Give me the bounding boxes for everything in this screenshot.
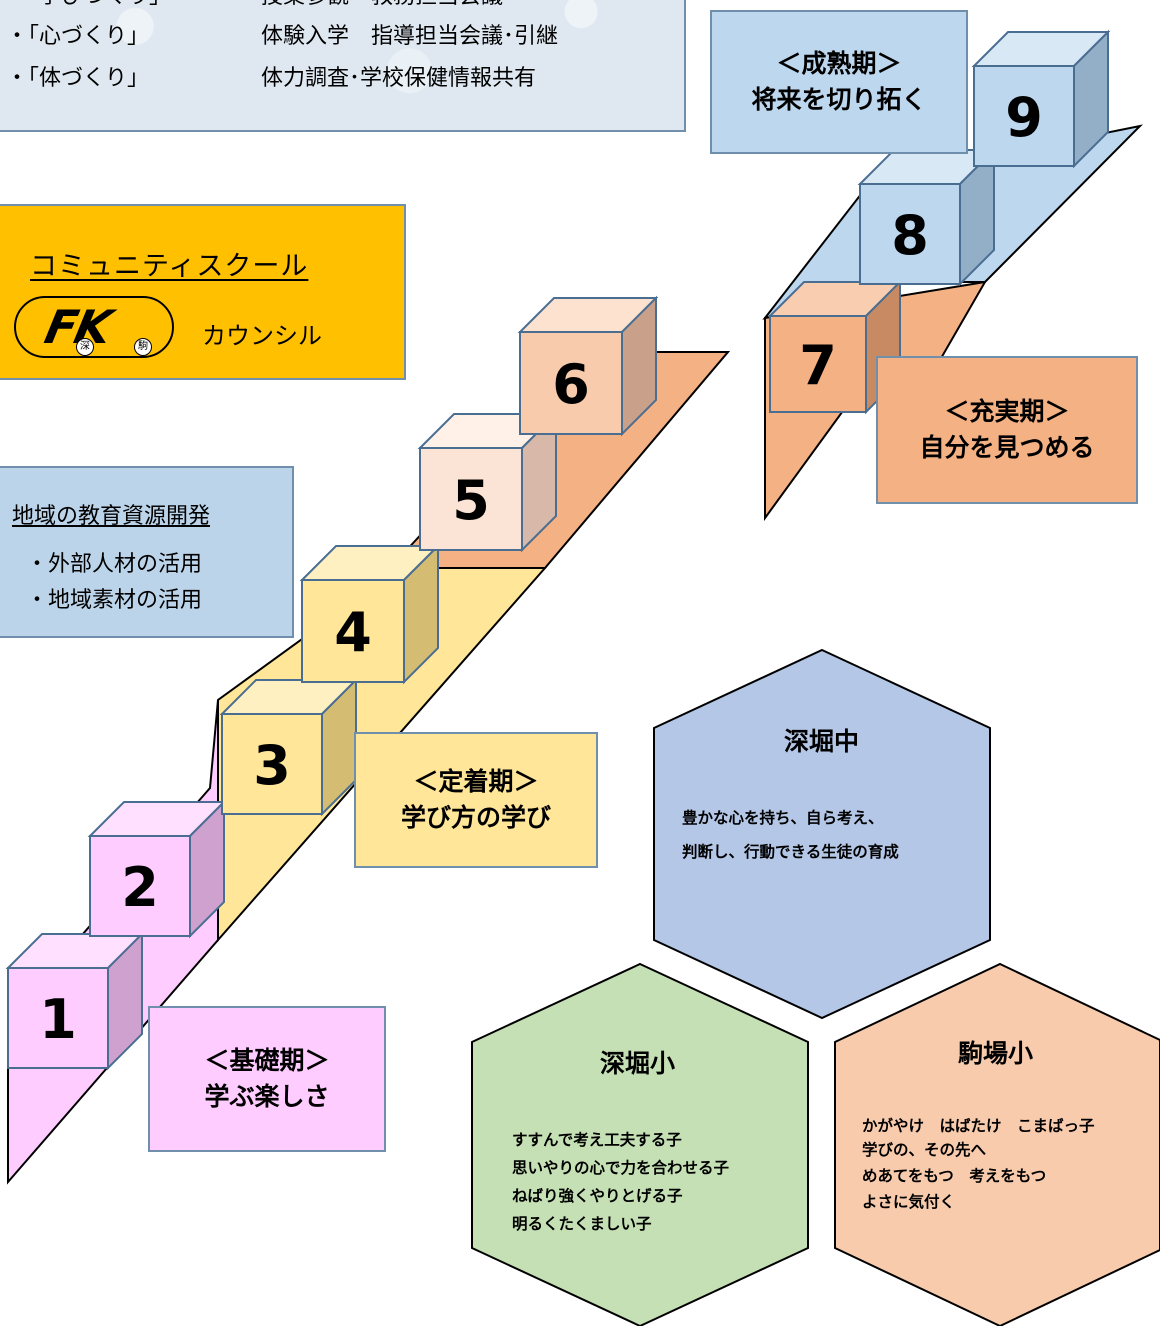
row-category: ・「学びづくり」	[6, 0, 261, 10]
cube-front-face	[419, 447, 523, 551]
stage-theme: 学び方の学び	[400, 803, 551, 832]
hexagon-line: かがやけ はばたけ こまばっ子	[862, 1117, 1095, 1135]
fk-seal-komaba: 駒	[134, 338, 152, 356]
hexagon-line: 学びの、その先へ	[862, 1141, 987, 1159]
cube-number: 1	[39, 988, 77, 1051]
stage-cube-2: 2	[87, 799, 227, 939]
stage-label-juujitsu: ＜充実期＞ 自分を見つめる	[876, 356, 1138, 504]
hexagon-title: 深堀小	[600, 1049, 676, 1078]
hexagon-line: 豊かな心を持ち、自ら考え、	[682, 809, 884, 827]
hexagon-line: すすんで考え工夫する子	[512, 1131, 682, 1149]
cube-front-face	[89, 835, 191, 937]
cube-front-face	[221, 713, 323, 815]
stage-cube-6: 6	[517, 295, 659, 437]
stage-name: ＜定着期＞	[413, 766, 539, 796]
collaboration-row: ・「学びづくり」授業参観・教務担当会議	[6, 0, 503, 10]
hexagon-line: 明るくたくましい子	[512, 1215, 652, 1233]
cube-front-face	[301, 579, 405, 683]
cube-front-face	[859, 183, 961, 285]
hexagon-line: よさに気付く	[862, 1193, 956, 1211]
hexagon-fukahori-chu	[653, 648, 991, 1020]
hexagon-line: 思いやりの心で力を合わせる子	[512, 1159, 730, 1177]
cube-number: 9	[1005, 86, 1043, 149]
collaboration-row: ・「心づくり」 体験入学 指導担当会議･引継	[6, 18, 558, 50]
cube-number: 5	[452, 469, 490, 532]
region-item: ・地域素材の活用	[26, 588, 203, 613]
community-school-title: コミュニティスクール	[30, 251, 309, 282]
council-label: カウンシル	[202, 322, 322, 350]
cube-front-face	[973, 65, 1075, 167]
stage-theme: 自分を見つめる	[919, 433, 1095, 462]
row-detail: 体力調査･学校保健情報共有	[261, 66, 537, 91]
fk-seal-fukahori: 深	[76, 338, 94, 356]
stage-label-kiso: ＜基礎期＞ 学ぶ楽しさ	[148, 1006, 386, 1152]
hexagon-line: めあてをもつ 考えをもつ	[862, 1167, 1047, 1185]
row-detail: 授業参観・教務担当会議	[261, 0, 503, 9]
stage-cube-9: 9	[971, 29, 1111, 169]
cube-front-face	[769, 315, 867, 413]
stage-label-teichaku: ＜定着期＞ 学び方の学び	[354, 732, 598, 868]
cube-number: 4	[334, 601, 372, 664]
cube-front-face	[519, 331, 623, 435]
region-title: 地域の教育資源開発	[12, 504, 211, 529]
cube-front-face	[7, 967, 109, 1069]
stage-name: ＜充実期＞	[944, 396, 1070, 426]
community-school-box: コミュニティスクール FK 深 駒 カウンシル	[0, 204, 406, 380]
stage-name: ＜基礎期＞	[204, 1045, 330, 1075]
stage-name: ＜成熟期＞	[776, 48, 902, 78]
cube-number: 7	[799, 334, 837, 397]
hexagon-komaba-sho	[834, 962, 1160, 1326]
stage-label-seijuku: ＜成熟期＞ 将来を切り拓く	[710, 10, 968, 154]
stage-cube-4: 4	[299, 543, 441, 685]
fk-logo: FK 深 駒	[14, 296, 174, 358]
region-resource-box: 地域の教育資源開発 ・外部人材の活用 ・地域素材の活用	[0, 466, 294, 638]
region-item: ・外部人材の活用	[26, 552, 203, 577]
hexagon-fukahori-sho	[471, 962, 809, 1326]
stage-cube-8: 8	[857, 147, 997, 287]
hexagon-title: 駒場小	[958, 1039, 1034, 1068]
row-category: ・「心づくり」	[6, 24, 150, 49]
row-detail: 体験入学 指導担当会議･引継	[261, 24, 559, 49]
hexagon-line: 判断し、行動できる生徒の育成	[682, 843, 899, 861]
stage-cube-1: 1	[5, 931, 145, 1071]
cube-number: 2	[121, 856, 159, 919]
hexagon-title: 深堀中	[784, 727, 860, 756]
cube-number: 8	[891, 204, 929, 267]
stage-theme: 将来を切り拓く	[751, 85, 927, 114]
cube-number: 3	[253, 734, 291, 797]
cube-number: 6	[552, 353, 590, 416]
stage-theme: 学ぶ楽しさ	[204, 1082, 330, 1111]
stage-cube-7: 7	[767, 279, 903, 415]
hexagon-line: ねばり強くやりとげる子	[512, 1187, 683, 1205]
collaboration-box: ・「学びづくり」授業参観・教務担当会議 ・「心づくり」 体験入学 指導担当会議･引…	[0, 0, 686, 132]
stage-cube-5: 5	[417, 411, 559, 553]
collaboration-row: ・「体づくり」 体力調査･学校保健情報共有	[6, 60, 536, 92]
stage-cube-3: 3	[219, 677, 359, 817]
row-category: ・「体づくり」	[6, 66, 150, 91]
